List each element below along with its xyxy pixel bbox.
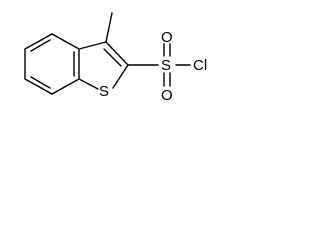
bond-c3-c2 (105, 41, 129, 66)
sulfonyl-chloride-group: S O O Cl (127, 29, 207, 104)
bond-c7-c7a (51, 78, 80, 95)
double-bond-c6-c7 (30, 76, 51, 89)
bond-c4-c5 (24, 33, 53, 50)
methyl-bond (105, 12, 113, 43)
double-bond-c4-c5 (30, 39, 51, 52)
bond-c3a-c4 (51, 33, 80, 50)
chemical-structure-diagram: S S O O Cl (24, 12, 207, 104)
benzene-ring (24, 33, 80, 95)
oxygen-bottom-label: O (161, 87, 173, 104)
sulfonyl-sulfur-label: S (161, 57, 171, 74)
bond-c6-c7 (24, 78, 53, 95)
oxygen-top-label: O (161, 29, 173, 46)
chlorine-label: Cl (193, 57, 207, 74)
bond-c3a-c3 (78, 41, 107, 50)
bond-c2-s1 (112, 64, 129, 89)
double-bond-c3-c2 (103, 48, 122, 67)
thiophene-ring: S (78, 41, 129, 100)
bond-s1-c7a (78, 78, 99, 90)
ring-sulfur-label: S (99, 83, 109, 100)
